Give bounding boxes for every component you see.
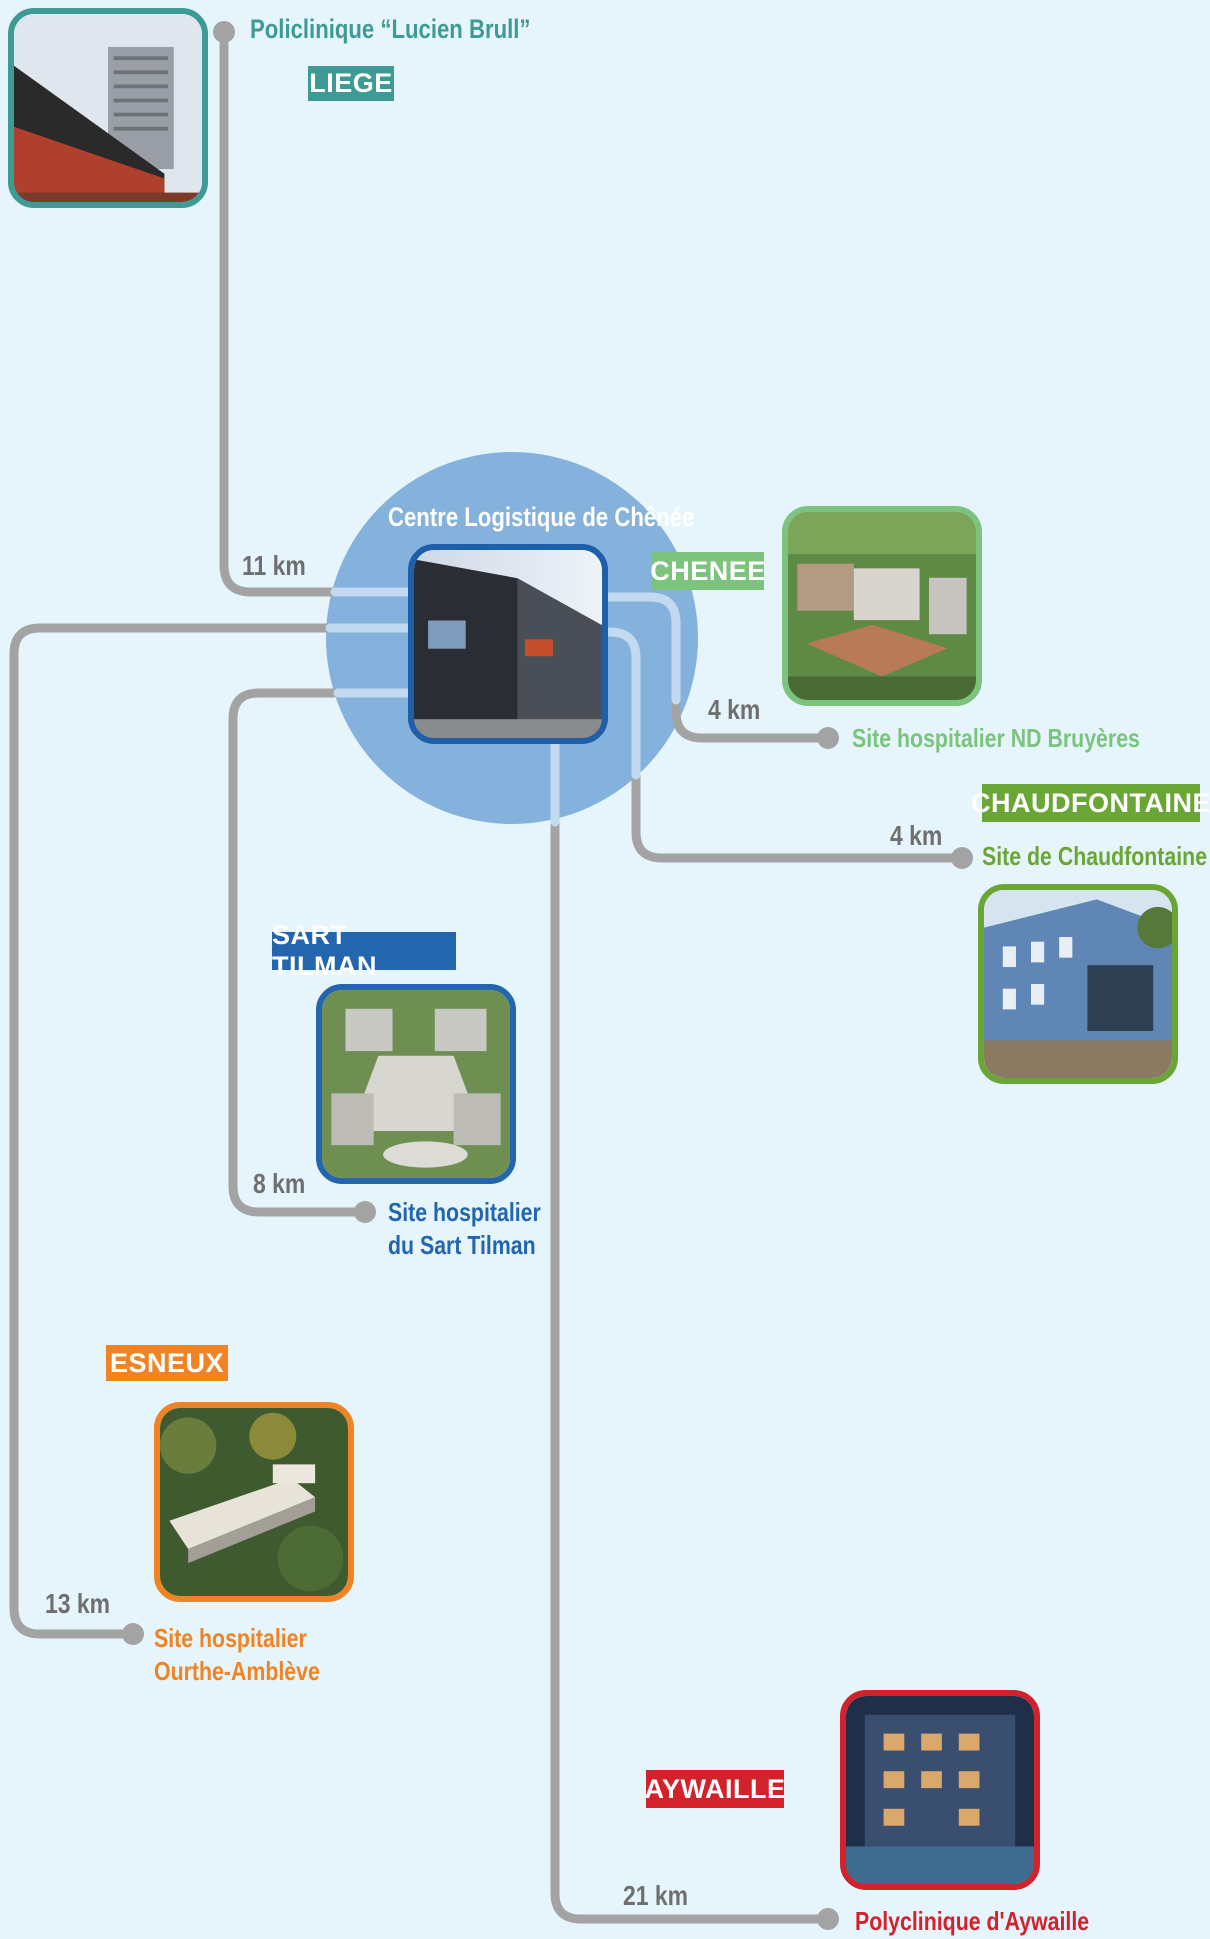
liege-badge: LIEGE xyxy=(308,66,394,101)
chenee-photo xyxy=(782,506,982,706)
endpoint-dot-chenee xyxy=(817,727,839,749)
aywaille-photo xyxy=(840,1690,1040,1890)
aywaille-site-name: Polyclinique d'Aywaille xyxy=(855,1906,1090,1936)
chaudfontaine-distance: 4 km xyxy=(890,820,943,851)
modern-building-photo-icon xyxy=(984,890,1172,1078)
apartment-building-photo-icon xyxy=(846,1696,1034,1884)
endpoint-dot-chaudfontaine xyxy=(951,847,973,869)
sart-tilman-site-name-line2: du Sart Tilman xyxy=(388,1230,536,1260)
hospital-aerial-photo-icon xyxy=(788,512,976,700)
sart-tilman-site-name-line1: Site hospitalier xyxy=(388,1197,541,1227)
aywaille-distance: 21 km xyxy=(623,1880,689,1911)
sart-tilman-photo xyxy=(316,984,516,1184)
hub-title: Centre Logistique de Chênée xyxy=(388,502,695,532)
connector-aywaille xyxy=(550,695,833,1924)
liege-site-name: Policlinique “Lucien Brull” xyxy=(250,14,531,44)
warehouse-building-photo-icon xyxy=(414,550,602,738)
esneux-distance: 13 km xyxy=(45,1588,111,1619)
chaudfontaine-badge: CHAUDFONTAINE xyxy=(971,784,1210,822)
connector-esneux xyxy=(9,623,425,1639)
tower-building-photo-icon xyxy=(14,14,202,202)
sart-tilman-badge: SART TILMAN xyxy=(272,920,456,981)
esneux-photo xyxy=(154,1402,354,1602)
sart-tilman-distance: 8 km xyxy=(253,1168,306,1199)
chenee-badge: CHENEE xyxy=(650,552,765,590)
forest-hospital-photo-icon xyxy=(160,1408,348,1596)
esneux-site-name-line1: Site hospitalier xyxy=(154,1623,307,1653)
esneux-badge: ESNEUX xyxy=(106,1345,228,1381)
chaudfontaine-photo xyxy=(978,884,1178,1084)
chaudfontaine-site-name: Site de Chaudfontaine xyxy=(982,841,1208,871)
endpoint-dot-aywaille xyxy=(817,1908,839,1930)
liege-photo xyxy=(8,8,208,208)
aywaille-badge: AYWAILLE xyxy=(644,1770,785,1808)
esneux-site-name-line2: Ourthe-Amblève xyxy=(154,1656,320,1686)
endpoint-dot-sart-tilman xyxy=(354,1201,376,1223)
hub-photo xyxy=(408,544,608,744)
chenee-site-name: Site hospitalier ND Bruyères xyxy=(852,723,1140,753)
connector-liege xyxy=(219,27,425,597)
chenee-distance: 4 km xyxy=(708,694,761,725)
endpoint-dot-liege xyxy=(213,21,235,43)
hospital-complex-photo-icon xyxy=(322,990,510,1178)
endpoint-dot-esneux xyxy=(122,1623,144,1645)
connector-sart-tilman xyxy=(228,688,425,1217)
liege-distance: 11 km xyxy=(242,550,306,581)
